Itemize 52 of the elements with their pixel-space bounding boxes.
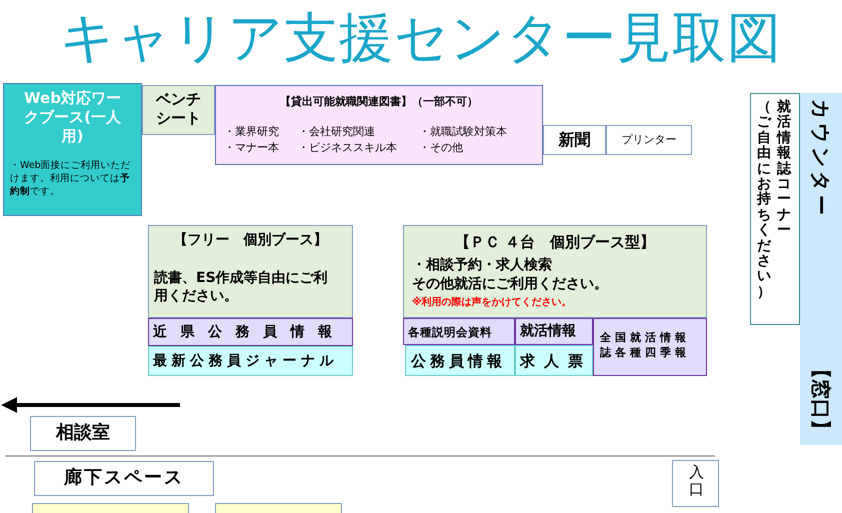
entrance-box: [672, 460, 719, 507]
newspaper-box: [543, 125, 606, 155]
shelf-box: [403, 318, 515, 345]
title: キャリア支援センター見取図: [59, 5, 783, 71]
corner-note: （ご自由にお持ちください）: [757, 100, 771, 300]
booth-note: ・相談予約・求人検索: [412, 257, 552, 274]
shelf-item: ・その他: [419, 141, 463, 155]
shelf-box: [515, 318, 593, 345]
shelf-box: [148, 318, 353, 346]
note: ・Web面接にご利用いただけます。利用については予約制です。: [10, 160, 132, 198]
room-label: 相談室: [54, 422, 111, 444]
booth-note: 読書、ES作成等自由にご利用ください。: [154, 270, 329, 305]
shelf-label: 各種説明会資料: [408, 325, 492, 340]
bench-label: ベンチシート: [154, 90, 202, 128]
booth-note: その他就活にご利用ください。: [412, 276, 608, 294]
shelf-box: [148, 346, 353, 376]
counter-label: カウンター: [808, 99, 834, 219]
shelf-item: ・ビジネススキル本: [298, 141, 397, 155]
shelf-box: [405, 345, 515, 376]
shelf-box: [515, 345, 593, 376]
shelf-heading: 【貸出可能就職関連図書】（一部不可）: [279, 95, 479, 109]
corridor-box: [34, 461, 214, 496]
shelf-item: ・就職試験対策本: [419, 125, 507, 139]
corridor-label: 廊下スペース: [62, 467, 185, 490]
booth-heading: 【フリー 個別ブース】: [172, 232, 328, 250]
printer-label: プリンター: [620, 133, 678, 147]
shelf-label: 公務員情報: [411, 352, 506, 371]
pc-booth-box: [403, 225, 707, 318]
booth-box: [148, 225, 353, 318]
shelf-item: ・マナー本: [224, 141, 279, 155]
shelf-box: [593, 318, 707, 376]
shelf-label: 求人票: [520, 352, 592, 371]
corner-label: 就活情報誌コーナー: [777, 100, 791, 239]
warning-note: ※利用の際は声をかけてください。: [412, 297, 572, 310]
printer-box: [606, 125, 692, 155]
bench-box: [142, 85, 215, 135]
booth-box: [3, 83, 142, 216]
shelf-label: 近県公務員情報: [153, 324, 346, 342]
shelf-label: 最新公務員ジャーナル: [153, 353, 338, 370]
counter-box: [800, 93, 842, 445]
booth-heading: 【ＰＣ ４台 個別ブース型】: [454, 233, 656, 252]
shelf-label: 全国就活情報誌各種四季報: [600, 330, 691, 361]
counter-label: 【窓口】: [808, 359, 834, 439]
heading: Web対応ワークブース(一人用): [23, 89, 122, 146]
shelf-label: 就活情報: [520, 323, 576, 340]
newspaper-label: 新聞: [557, 130, 592, 150]
entrance-label: 入口: [689, 464, 704, 497]
magazine-corner-box: [750, 93, 800, 325]
bookshelf-box: [215, 85, 543, 165]
shelf-item: ・業界研究: [224, 125, 279, 139]
room-box: [30, 416, 136, 451]
shelf-item: ・会社研究関連: [298, 125, 375, 139]
